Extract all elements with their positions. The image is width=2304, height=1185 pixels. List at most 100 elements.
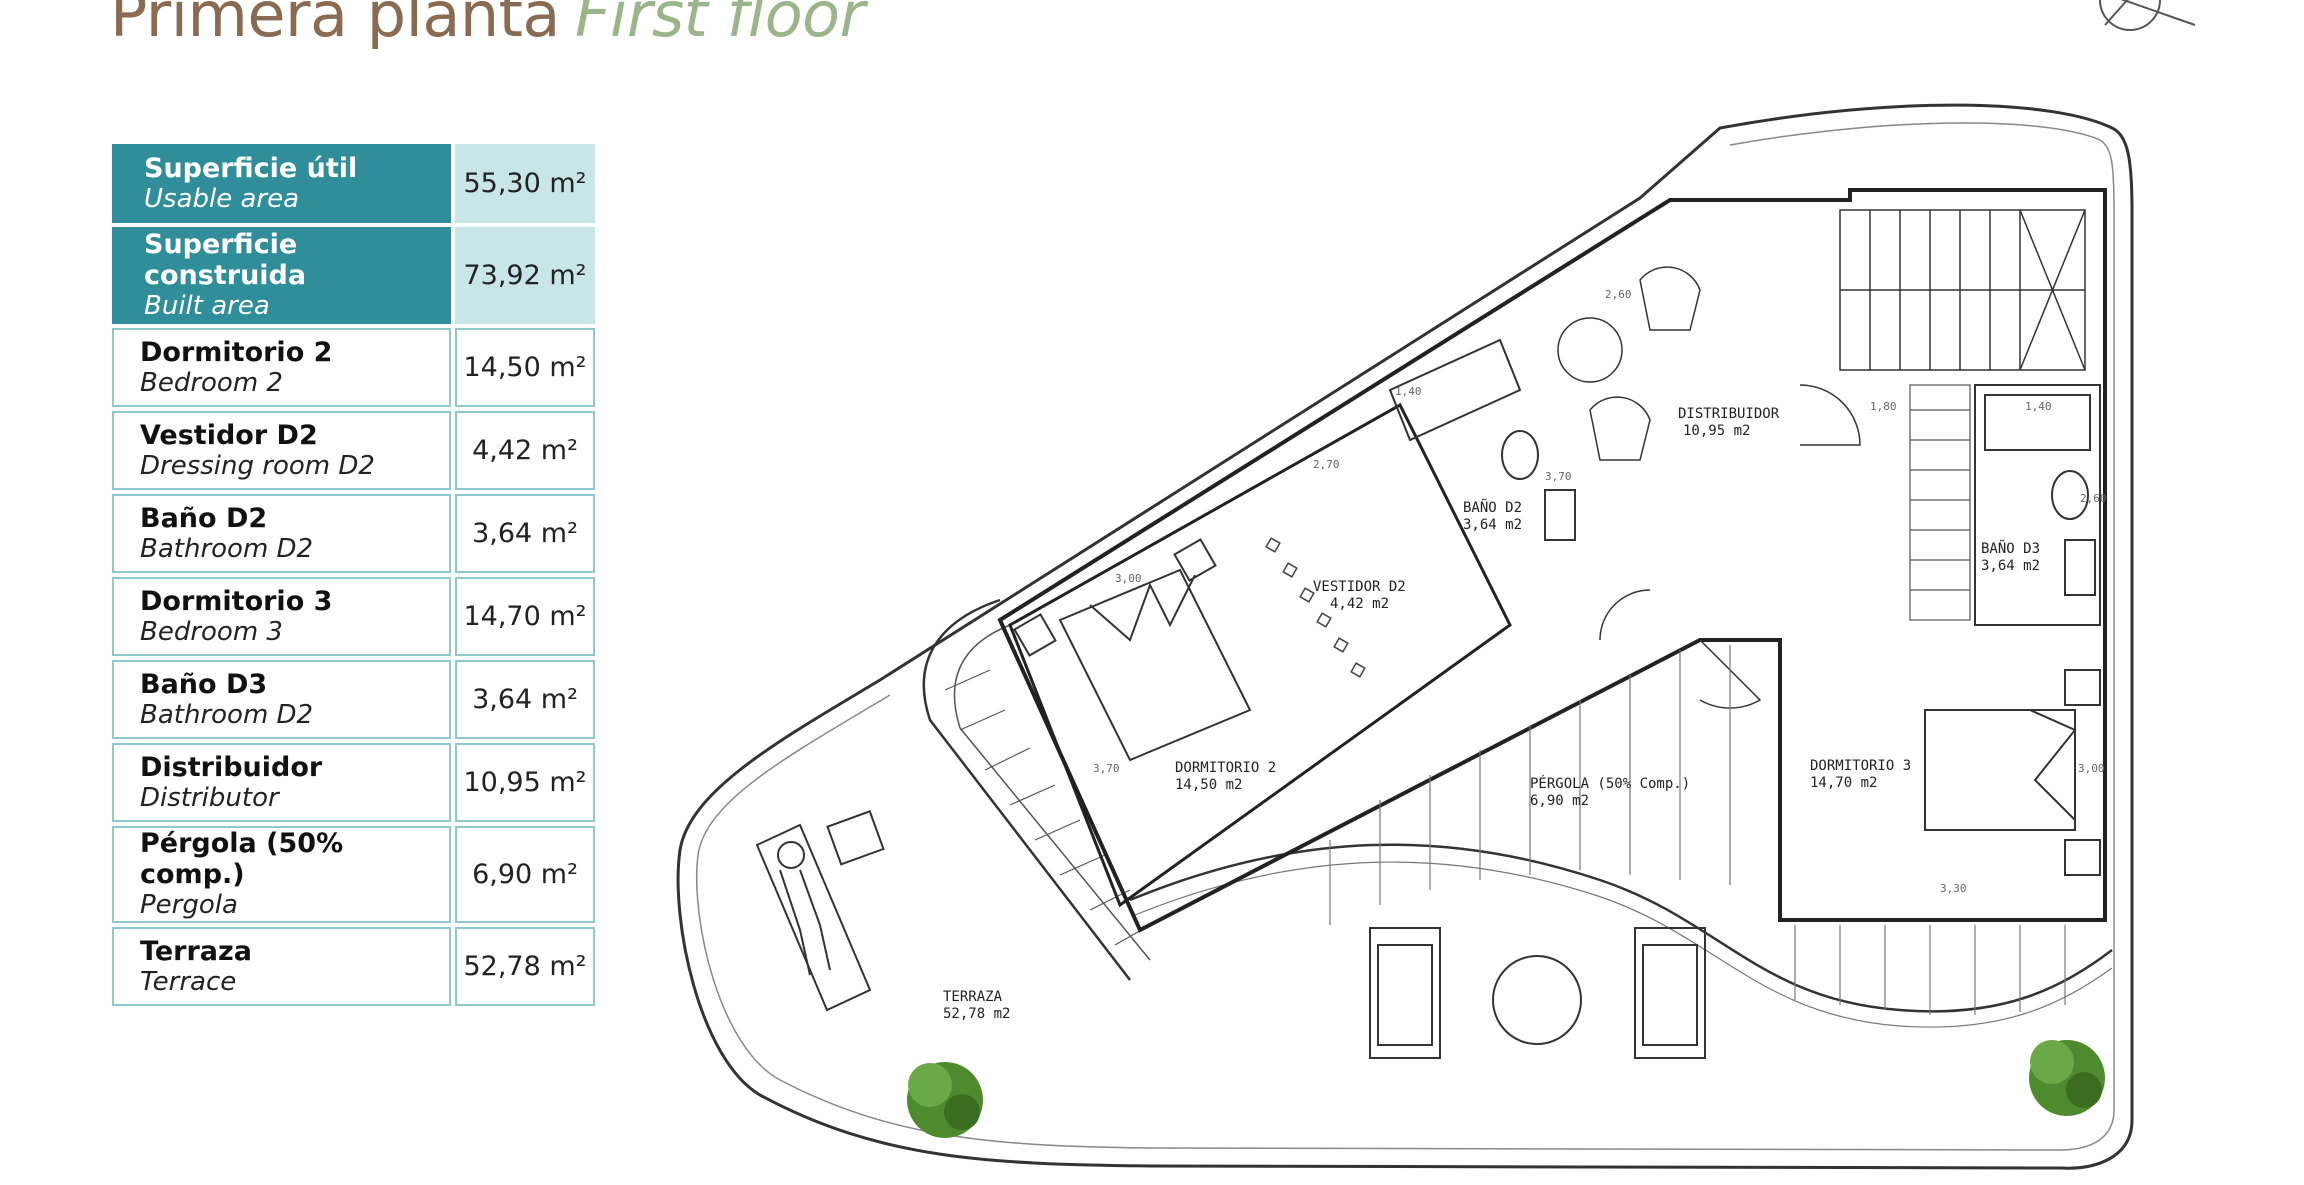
- area-label-cell: Distribuidor Distributor: [112, 743, 451, 822]
- area-table: Superficie útil Usable area 55,30 m² Sup…: [108, 140, 599, 1010]
- area-label-en: Bedroom 3: [140, 616, 283, 647]
- table-row: Terraza Terrace 52,78 m²: [112, 927, 595, 1006]
- sun-lounger: [755, 810, 885, 1012]
- table-row: Distribuidor Distributor 10,95 m²: [112, 743, 595, 822]
- bed-dormitorio-3: [1924, 669, 2101, 876]
- area-label-en: Built area: [144, 291, 270, 321]
- dormitorio-2-walls: [1008, 402, 1512, 908]
- room-name: DORMITORIO 2: [1175, 760, 1276, 776]
- room-area: 4,42 m2: [1330, 596, 1389, 612]
- room-name: TERRAZA: [943, 989, 1003, 1005]
- table-row: Pérgola (50% comp.) Pergola 6,90 m²: [112, 826, 595, 923]
- room-area: 6,90 m2: [1530, 793, 1589, 809]
- pergola-hatching: [1329, 645, 2066, 1015]
- dimension-label: 2,60: [2080, 492, 2107, 505]
- area-value: 4,42 m²: [455, 411, 595, 490]
- compass-icon: [2099, 0, 2196, 31]
- table-row: Dormitorio 2 Bedroom 2 14,50 m²: [112, 328, 595, 407]
- area-label-es: Superficie construida: [144, 229, 307, 291]
- bathroom-d2-fixtures: [1388, 338, 1576, 541]
- dimension-label: 1,40: [1395, 385, 1422, 398]
- room-name: BAÑO D2: [1463, 499, 1522, 516]
- area-value: 10,95 m²: [455, 743, 595, 822]
- bathroom-d3-walls: [1974, 384, 2101, 626]
- area-label-es: Pérgola (50% comp.): [140, 828, 344, 890]
- area-label-es: Distribuidor: [140, 751, 323, 783]
- area-label-cell: Superficie construida Built area: [112, 227, 451, 324]
- room-name: PÉRGOLA (50% Comp.): [1530, 775, 1690, 792]
- area-label-en: Usable area: [144, 183, 300, 214]
- area-value: 14,70 m²: [455, 577, 595, 656]
- page-title-spanish: Primera planta: [110, 0, 560, 51]
- vestidor-rail: [1265, 537, 1366, 678]
- table-row: Dormitorio 3 Bedroom 3 14,70 m²: [112, 577, 595, 656]
- dimension-label: 3,30: [1940, 882, 1967, 895]
- dimension-label: 2,60: [1605, 288, 1632, 301]
- area-value: 3,64 m²: [455, 660, 595, 739]
- area-label-en: Bathroom D2: [140, 699, 314, 730]
- dimension-label: 1,40: [2025, 400, 2052, 413]
- curved-bench: [922, 598, 1131, 981]
- room-area: 52,78 m2: [943, 1006, 1010, 1022]
- area-label-es: Dormitorio 3: [140, 585, 333, 617]
- tree-icon: [2029, 1040, 2105, 1116]
- area-label-cell: Dormitorio 2 Bedroom 2: [112, 328, 451, 407]
- dimension-label: 1,80: [1870, 400, 1897, 413]
- area-value: 52,78 m²: [455, 927, 595, 1006]
- area-label-es: Terraza: [140, 935, 252, 967]
- room-area: 10,95 m2: [1683, 423, 1750, 439]
- bed-dormitorio-2: [1013, 538, 1252, 762]
- room-name: DISTRIBUIDOR: [1678, 406, 1780, 422]
- area-label-en: Dressing room D2: [140, 450, 375, 481]
- area-value: 73,92 m²: [455, 227, 595, 324]
- area-label-cell: Vestidor D2 Dressing room D2: [112, 411, 451, 490]
- table-row: Superficie útil Usable area 55,30 m²: [112, 144, 595, 223]
- area-label-cell: Terraza Terrace: [112, 927, 451, 1006]
- tree-icon: [907, 1062, 983, 1138]
- terrace-outline: [676, 103, 2134, 1170]
- table-row: Baño D2 Bathroom D2 3,64 m²: [112, 494, 595, 573]
- stair: [1839, 209, 2086, 371]
- area-label-en: Pergola: [140, 890, 238, 920]
- room-area: 14,70 m2: [1810, 775, 1877, 791]
- area-label-es: Baño D2: [140, 502, 268, 534]
- area-value: 55,30 m²: [455, 144, 595, 223]
- area-value: 14,50 m²: [455, 328, 595, 407]
- dimension-label: 3,70: [1093, 762, 1120, 775]
- area-label-cell: Baño D2 Bathroom D2: [112, 494, 451, 573]
- room-area: 3,64 m2: [1463, 517, 1522, 533]
- area-label-en: Distributor: [140, 782, 279, 813]
- area-label-es: Superficie útil: [144, 152, 358, 184]
- building-outline: [997, 188, 2107, 933]
- room-area: 3,64 m2: [1981, 558, 2040, 574]
- curved-bench-inner: [953, 624, 1151, 961]
- terrace-inner-outline: [695, 122, 2115, 1151]
- area-label-cell: Dormitorio 3 Bedroom 3: [112, 577, 451, 656]
- area-label-cell: Baño D3 Bathroom D2: [112, 660, 451, 739]
- area-label-cell: Pérgola (50% comp.) Pergola: [112, 826, 451, 923]
- area-value: 6,90 m²: [455, 826, 595, 923]
- page-title-english: First floor: [575, 0, 865, 51]
- area-value: 3,64 m²: [455, 494, 595, 573]
- wardrobe-d3: [1909, 384, 1971, 621]
- table-row: Superficie construida Built area 73,92 m…: [112, 227, 595, 324]
- dimension-label: 2,70: [1313, 458, 1340, 471]
- dimension-label: 3,70: [1545, 470, 1572, 483]
- area-label-en: Bedroom 2: [140, 367, 283, 398]
- dimension-label: 3,00: [1115, 572, 1142, 585]
- garden-curve: [1129, 843, 2113, 1013]
- garden-curve-inner: [1134, 861, 2113, 1028]
- area-label-es: Dormitorio 2: [140, 336, 333, 368]
- room-name: DORMITORIO 3: [1810, 758, 1911, 774]
- table-row: Vestidor D2 Dressing room D2 4,42 m²: [112, 411, 595, 490]
- area-label-es: Baño D3: [140, 668, 268, 700]
- table-row: Baño D3 Bathroom D2 3,64 m²: [112, 660, 595, 739]
- room-name: BAÑO D3: [1981, 540, 2040, 557]
- room-name: VESTIDOR D2: [1313, 579, 1406, 595]
- terrace-furniture: [1369, 927, 1706, 1059]
- dimension-label: 3,00: [2078, 762, 2105, 775]
- room-area: 14,50 m2: [1175, 777, 1242, 793]
- area-label-es: Vestidor D2: [140, 419, 318, 451]
- door-arcs: [1557, 266, 1861, 709]
